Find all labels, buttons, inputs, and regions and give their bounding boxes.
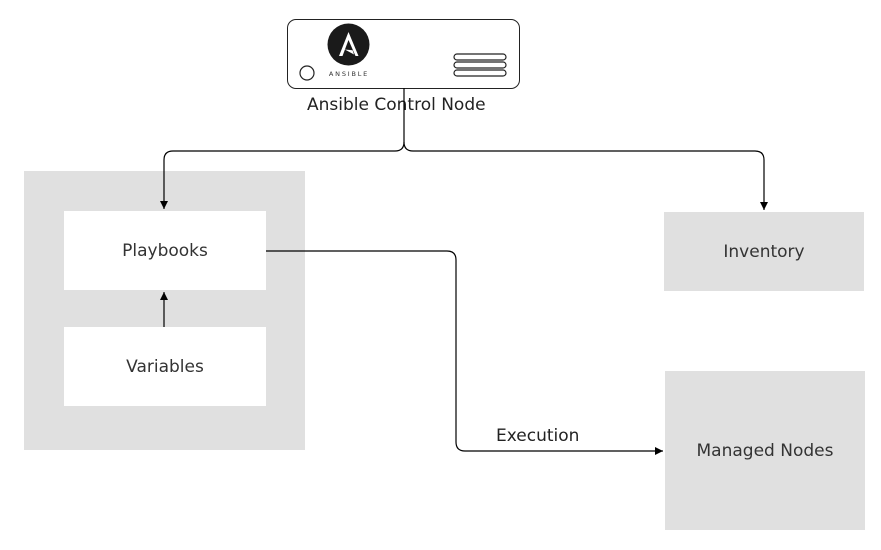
managed-nodes-label: Managed Nodes	[696, 440, 834, 461]
ansible-logo	[327, 23, 370, 66]
variables-label: Variables	[126, 356, 204, 377]
edge-control-to-inventory	[403, 141, 768, 210]
execution-label: Execution	[496, 426, 580, 446]
playbooks-box[interactable]: Playbooks	[64, 211, 266, 290]
edge-playbooks-to-managed-nodes	[266, 250, 663, 455]
control-node-label: Ansible Control Node	[307, 95, 486, 115]
variables-box[interactable]: Variables	[64, 327, 266, 406]
edge-control-to-playbooks	[160, 88, 405, 209]
playbooks-label: Playbooks	[122, 240, 208, 261]
ansible-logo-text: ANSIBLE	[329, 70, 369, 78]
inventory-label: Inventory	[723, 241, 805, 262]
power-button-icon	[299, 65, 315, 81]
inventory-box[interactable]: Inventory	[664, 212, 864, 291]
vent-lines-icon	[453, 53, 507, 77]
managed-nodes-box[interactable]: Managed Nodes	[665, 371, 865, 530]
